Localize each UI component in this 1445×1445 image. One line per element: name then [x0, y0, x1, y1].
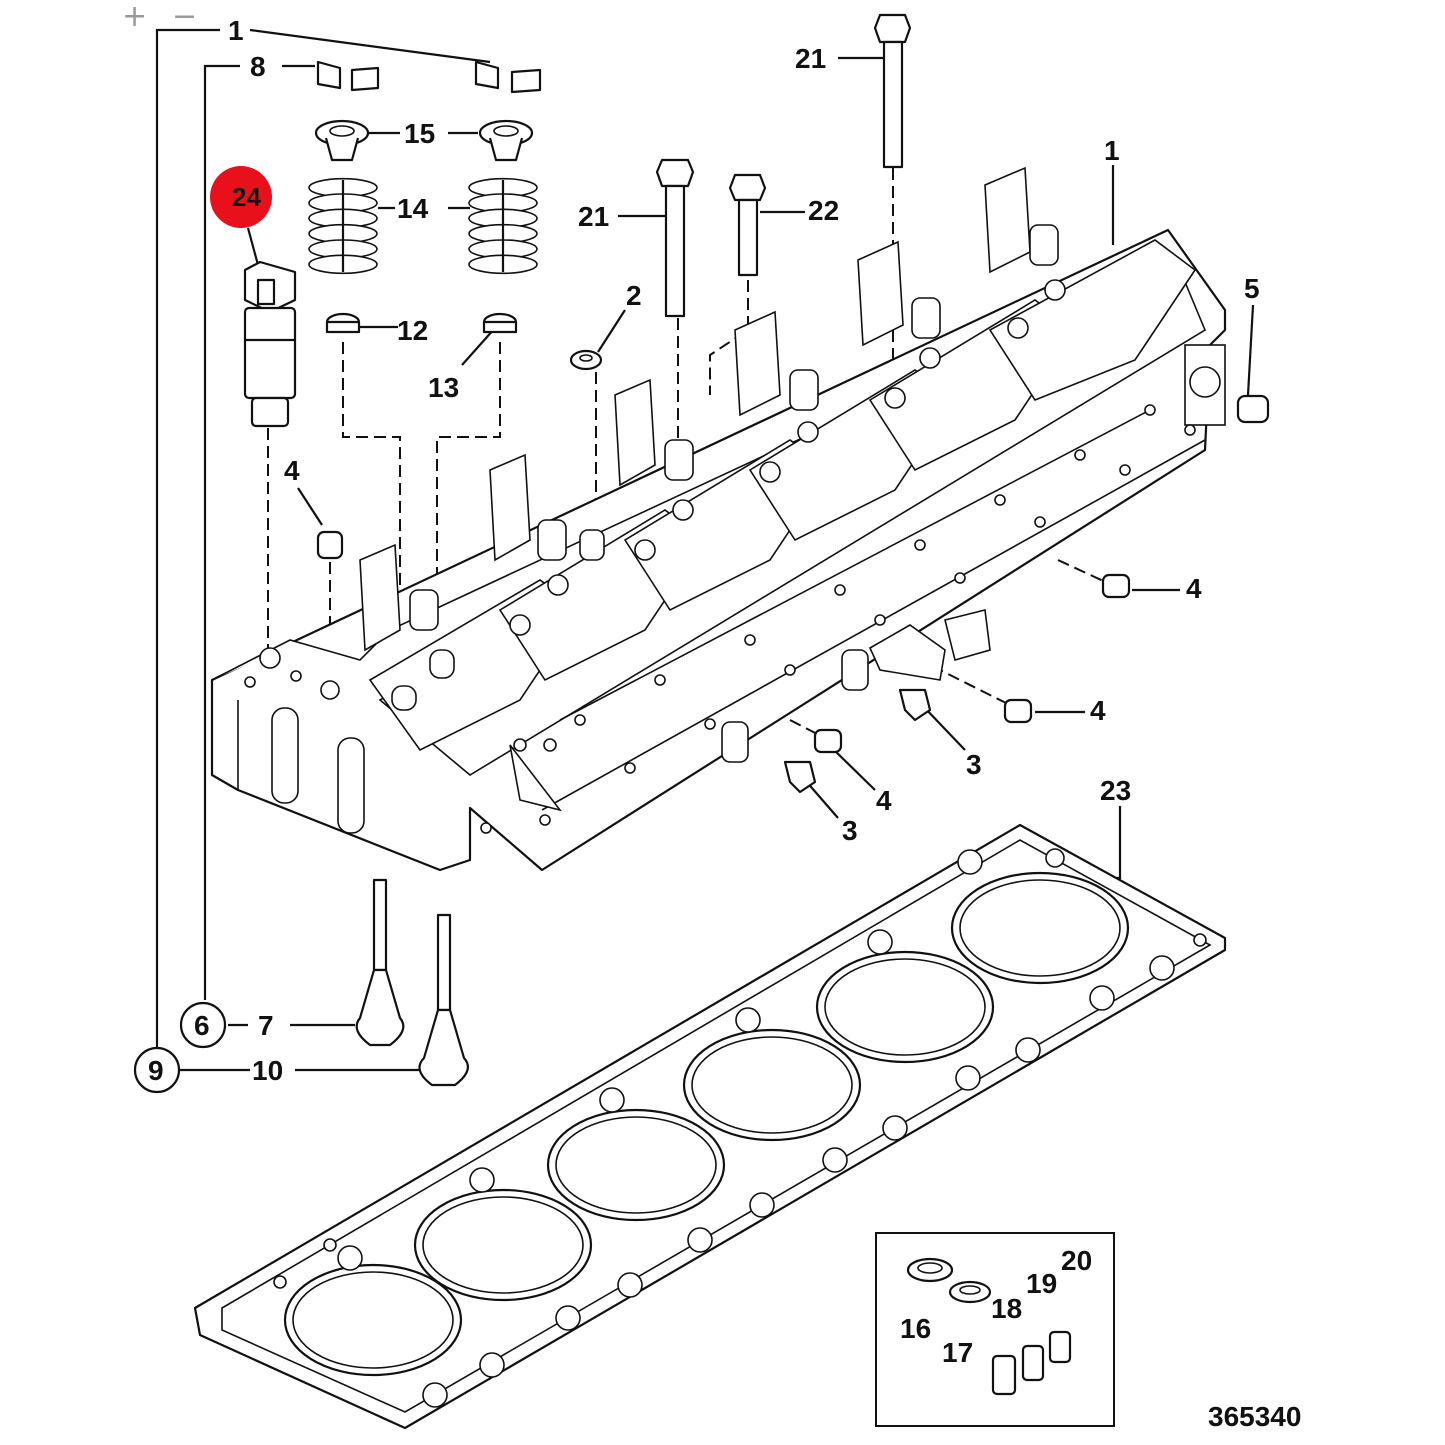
callout-4d: 4 [876, 785, 892, 816]
callout-10: 10 [252, 1055, 283, 1086]
detail-inset [875, 1232, 1115, 1427]
callout-15: 15 [404, 118, 435, 149]
callout-19: 19 [1026, 1268, 1057, 1299]
callout-22: 22 [808, 195, 839, 226]
valve-springs [308, 177, 538, 275]
valve-stem-seals [325, 312, 518, 334]
callout-3b: 3 [842, 815, 858, 846]
callout-4a: 4 [284, 455, 300, 486]
callout-21b: 21 [578, 201, 609, 232]
callout-21a: 21 [795, 43, 826, 74]
head-gasket-23 [193, 823, 1227, 1430]
highlight-marker[interactable] [210, 166, 272, 228]
callout-2: 2 [626, 280, 642, 311]
callout-20: 20 [1061, 1245, 1092, 1276]
callout-9: 9 [148, 1055, 164, 1086]
cylinder-head [210, 166, 1227, 872]
callout-16: 16 [900, 1313, 931, 1344]
callout-5: 5 [1244, 273, 1260, 304]
callout-17: 17 [942, 1337, 973, 1368]
callout-13: 13 [428, 372, 459, 403]
head-bolts [655, 13, 912, 318]
temperature-sensor-24 [243, 260, 297, 428]
zoom-out-button[interactable]: − [172, 0, 198, 34]
zoom-in-button[interactable]: + [122, 0, 148, 34]
callout-6-circle [179, 1001, 227, 1049]
callout-23: 23 [1100, 775, 1131, 806]
callout-4c: 4 [1090, 695, 1106, 726]
callout-18: 18 [991, 1293, 1022, 1324]
valve-keepers [316, 60, 542, 94]
callout-labels: 1 8 15 14 12 13 21 21 22 2 1 5 4 4 4 4 3… [148, 15, 1260, 1368]
callout-3a: 3 [966, 749, 982, 780]
callout-8: 8 [250, 51, 266, 82]
callout-4b: 4 [1186, 573, 1202, 604]
highlight-label[interactable]: 24 [232, 182, 261, 212]
callout-1b: 1 [1104, 135, 1120, 166]
callout-1a: 1 [228, 15, 244, 46]
small-parts [316, 349, 1270, 794]
callout-9-circle [133, 1046, 181, 1094]
callout-6: 6 [194, 1010, 210, 1041]
valves [355, 878, 469, 1087]
callout-7: 7 [258, 1010, 274, 1041]
callout-12: 12 [397, 315, 428, 346]
figure-id: 365340 [1208, 1401, 1301, 1432]
spring-retainers [314, 119, 534, 162]
callout-14: 14 [397, 193, 429, 224]
